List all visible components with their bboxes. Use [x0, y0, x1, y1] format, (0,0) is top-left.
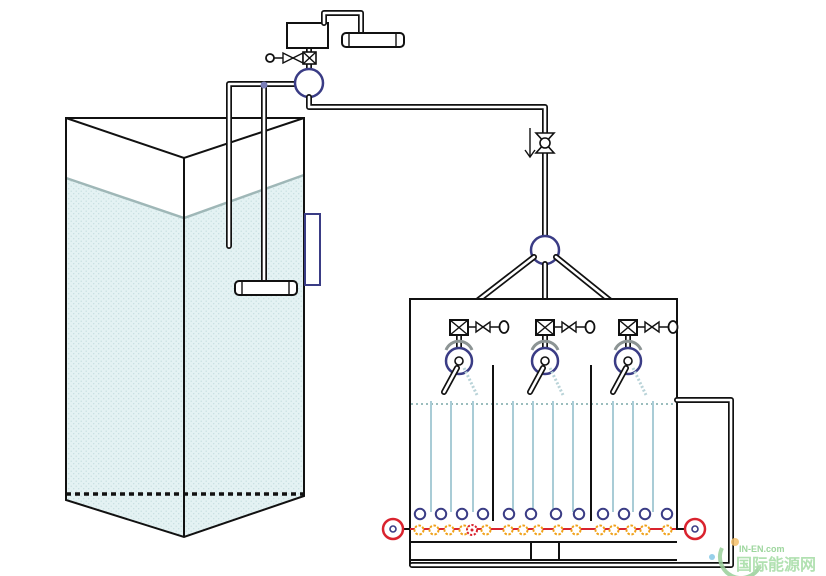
- needle-valve-icon: [644, 320, 660, 334]
- flow-direction-arrow: [524, 128, 536, 159]
- aerator-ring: [572, 507, 586, 521]
- check-valve-icon: [534, 132, 556, 154]
- aerator-ring: [502, 507, 516, 521]
- inlet-unit-1: [441, 319, 510, 396]
- diffuser-icon: [428, 524, 440, 536]
- level-gauge: [304, 213, 321, 286]
- suction-strainer: [234, 280, 298, 296]
- swirl-arc: [444, 339, 474, 351]
- bleed-valve-icon: [282, 51, 304, 65]
- bleed-port: [265, 53, 275, 63]
- diffuser-icon: [594, 524, 606, 536]
- suction-pipes: [226, 81, 312, 296]
- pump-housing: [293, 67, 325, 99]
- inlet-unit-2: [527, 319, 596, 396]
- tank-water-right: [184, 175, 304, 537]
- watermark-brand-small: IN-EN.com: [739, 544, 785, 554]
- pressure-tank: [341, 32, 405, 48]
- aerator-ring: [413, 507, 427, 521]
- diffuser-icon: [443, 524, 455, 536]
- needle-valve-icon: [475, 320, 491, 334]
- header-flange-left: [381, 517, 405, 541]
- pump-motor: [286, 22, 329, 49]
- watermark: IN-EN.com 国际能源网: [709, 538, 816, 576]
- aerator-ring: [596, 507, 610, 521]
- aerator-ring: [660, 507, 674, 521]
- header-flange-right: [683, 517, 707, 541]
- aerator-ring: [455, 507, 469, 521]
- diffuser-icon: [502, 524, 514, 536]
- diffuser-icon: [570, 524, 582, 536]
- aerator-ring: [549, 507, 563, 521]
- diffuser-icon: [608, 524, 620, 536]
- diffuser-icon: [413, 524, 425, 536]
- pump-assembly: [265, 10, 405, 99]
- discharge-pipe: [306, 94, 561, 266]
- diffuser-icon: [625, 524, 637, 536]
- needle-valve-icon: [561, 320, 577, 334]
- aerator-ring: [638, 507, 652, 521]
- vent-port: [498, 320, 510, 334]
- aerator-ring: [434, 507, 448, 521]
- spray-pattern: [462, 367, 479, 396]
- tank-water-left: [66, 178, 184, 537]
- watermark-logo-icon: [709, 538, 762, 576]
- vent-port: [584, 320, 596, 334]
- diffuser-icon: [517, 524, 529, 536]
- gear-icon: [466, 524, 478, 536]
- settling-flow-lines: [430, 401, 654, 512]
- vent-port: [667, 320, 679, 334]
- diffuser-icon: [639, 524, 651, 536]
- diffuser-icon: [552, 524, 564, 536]
- swirl-arc: [613, 339, 643, 351]
- aerator-ring: [476, 507, 490, 521]
- aerator-ring: [524, 507, 538, 521]
- pipe-joint: [260, 81, 268, 89]
- storage-tank: [65, 117, 321, 539]
- outlet-pipe: [409, 397, 734, 568]
- tank-top-edge: [65, 117, 305, 160]
- diffuser-icon: [661, 524, 673, 536]
- swirl-arc: [530, 339, 560, 351]
- watermark-brand-large: 国际能源网: [736, 555, 816, 574]
- bottom-header: [381, 507, 707, 541]
- diffuser-icon: [480, 524, 492, 536]
- spray-pattern: [548, 367, 565, 396]
- aerator-ring: [617, 507, 631, 521]
- spray-pattern: [631, 367, 648, 396]
- diffuser-icon: [532, 524, 544, 536]
- inlet-unit-3: [610, 319, 679, 396]
